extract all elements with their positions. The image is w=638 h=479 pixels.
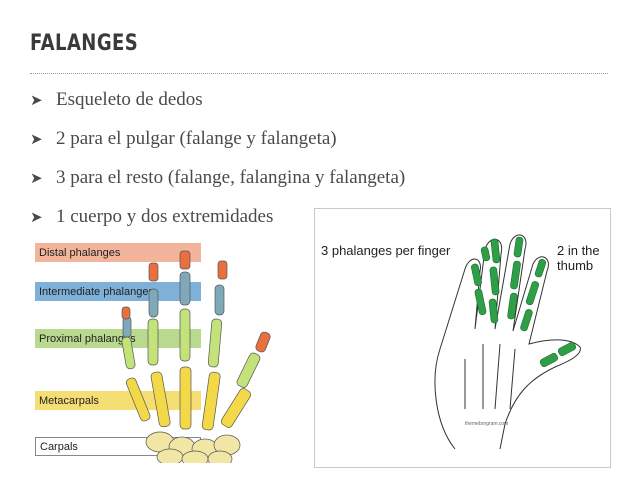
arrow-bullet-icon: ➤ (30, 169, 43, 187)
metacarpal-bone (220, 388, 252, 428)
proximal-phalanx-highlight (490, 238, 501, 264)
title-divider (30, 73, 608, 74)
proximal-phalanx-highlight (471, 263, 482, 287)
three-phalanges-label: 3 phalanges per finger (321, 243, 451, 258)
metacarpal-outline (464, 343, 516, 410)
intermediate-phalanx-highlight (510, 260, 521, 290)
hand-bones-illustration (121, 250, 271, 463)
metacarpal-bone (150, 371, 171, 428)
proximal-phalanx-highlight (534, 258, 547, 278)
bullet-text: 2 para el pulgar (falange y falangeta) (56, 128, 337, 149)
distal-phalanx (121, 306, 131, 320)
slide-title: FALANGES (30, 31, 139, 56)
bullet-list: ➤ Esqueleto de dedos ➤ 2 para el pulgar (f… (30, 89, 406, 246)
proximal-phalanx (179, 308, 191, 362)
bullet-item: ➤ 3 para el resto (falange, falangina y f… (30, 167, 406, 188)
distal-phalanx-highlight (488, 298, 499, 324)
band-distal-phalanges: Distal phalanges (35, 243, 201, 262)
arrow-bullet-icon: ➤ (30, 130, 43, 148)
metacarpal-bone (179, 366, 192, 430)
distal-phalanx (179, 250, 191, 270)
distal-phalanx-highlight (507, 292, 518, 320)
intermediate-phalanx (122, 316, 132, 338)
intermediate-phalanx (179, 271, 191, 306)
labeled-hand-skeleton-figure: Distal phalanges Intermediate phalanges … (30, 237, 310, 463)
metacarpal-bone (125, 377, 151, 422)
metacarpal-bone (201, 371, 221, 431)
intermediate-phalanx-highlight (525, 281, 540, 306)
bullet-text: 3 para el resto (falange, falangina y fa… (56, 167, 406, 188)
proximal-phalanx (121, 336, 136, 370)
proximal-phalanx-highlight (513, 236, 524, 258)
carpal-bone (207, 450, 233, 463)
arrow-bullet-icon: ➤ (30, 91, 43, 109)
bullet-item: ➤ 2 para el pulgar (falange y falangeta) (30, 128, 405, 149)
two-in-thumb-label: 2 in the thumb (557, 243, 600, 273)
distal-phalanx (148, 262, 159, 282)
distal-phalanx-highlight (520, 309, 533, 332)
thumb-phalanx-highlight (557, 342, 577, 356)
distal-phalanx (217, 260, 228, 280)
arrow-bullet-icon: ➤ (30, 208, 43, 226)
bullet-text: 1 cuerpo y dos extremidades (56, 206, 274, 227)
distal-phalanx (255, 331, 271, 353)
intermediate-phalanx (214, 284, 225, 316)
proximal-phalanx (236, 352, 261, 388)
phalanges-count-figure: 3 phalanges per finger 2 in the thumb th… (314, 208, 611, 468)
intermediate-phalanx-highlight (489, 266, 500, 296)
bullet-text: Esqueleto de dedos (56, 89, 203, 110)
distal-phalanx-highlight (480, 246, 491, 262)
intermediate-phalanx-highlight (474, 288, 487, 316)
proximal-phalanx (147, 318, 159, 366)
band-proximal-phalanges: Proximal phalanges (35, 329, 201, 348)
band-intermediate-phalanges: Intermediate phalanges (35, 282, 201, 301)
figure-credit: themeborgram.com (465, 421, 509, 427)
hand-outline (434, 234, 581, 450)
proximal-phalanx (207, 318, 223, 368)
intermediate-phalanx (148, 288, 159, 318)
bullet-item: ➤ Esqueleto de dedos (30, 89, 405, 110)
bullet-item: ➤ 1 cuerpo y dos extremidades (30, 206, 405, 227)
thumb-phalanx-highlight (539, 353, 559, 367)
carpal-bone (156, 448, 184, 463)
hand-outline-illustration (434, 234, 581, 450)
